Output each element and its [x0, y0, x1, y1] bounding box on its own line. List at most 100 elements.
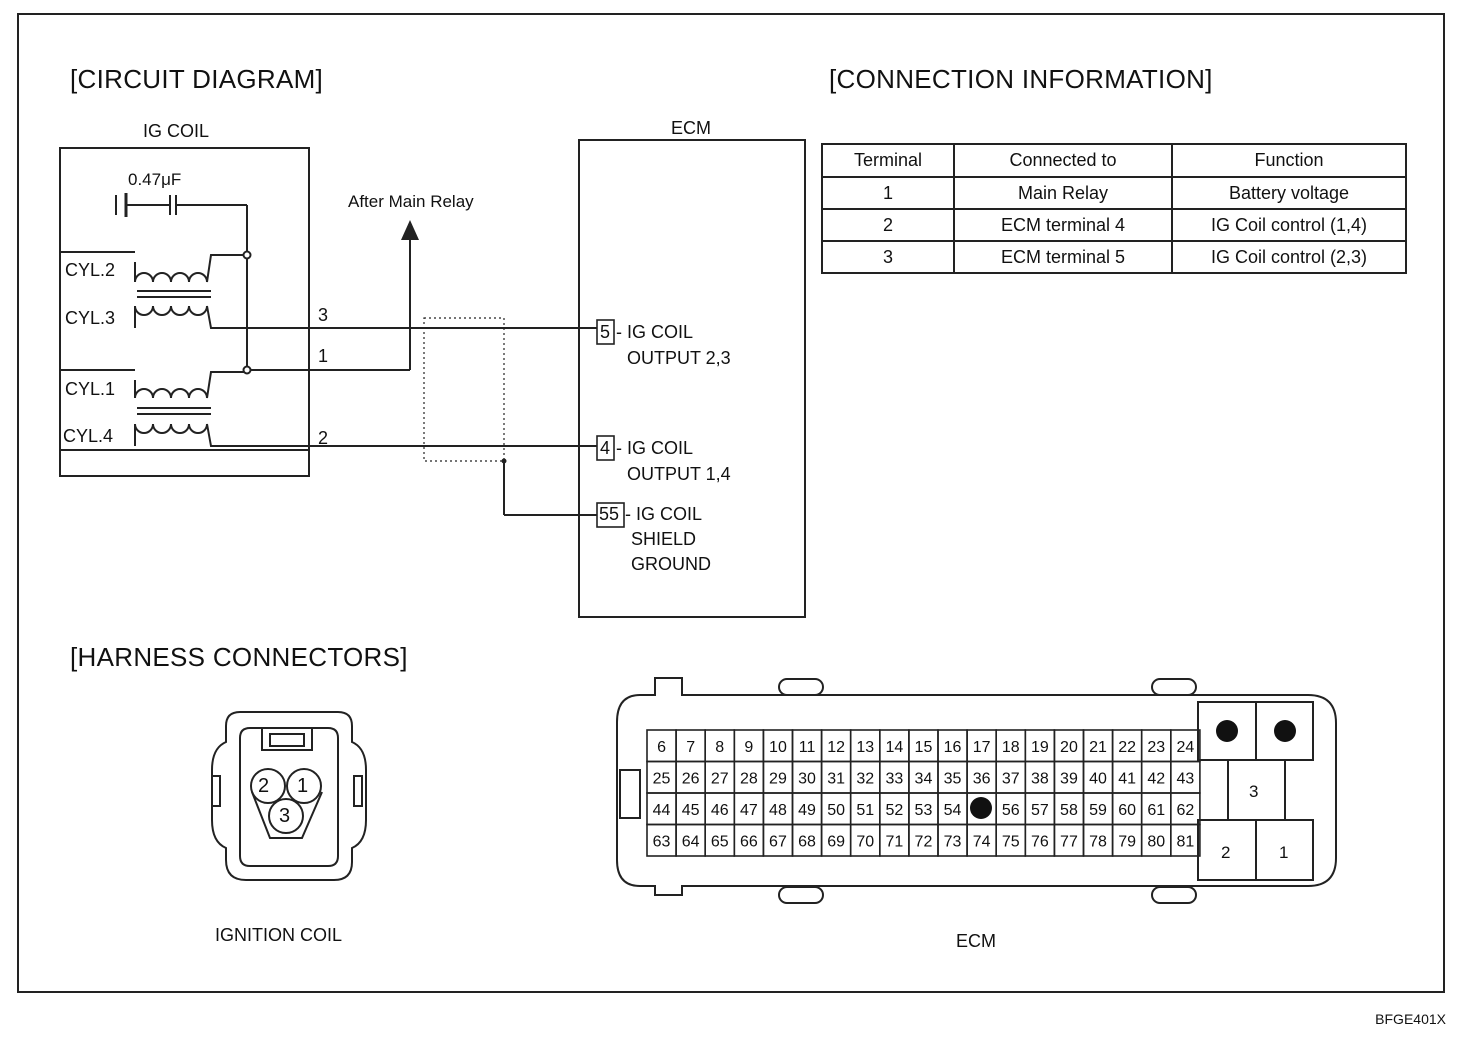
- ecm-power-pin-label: 2: [1221, 843, 1231, 862]
- ecm-pin-label: 22: [1118, 739, 1136, 756]
- ecm-pin-label: 60: [1118, 802, 1136, 819]
- arrow-up-icon: [401, 220, 419, 240]
- ecm-pin55-number: 55: [599, 504, 620, 524]
- ecm-pin-label: 35: [944, 770, 962, 787]
- ecm-pin-label: 65: [711, 833, 729, 850]
- ecm-pin-label: 16: [944, 739, 962, 756]
- ecm-pin-label: 67: [769, 833, 787, 850]
- table-cell: 1: [821, 176, 955, 210]
- ig-coil-title: IG COIL: [143, 121, 210, 141]
- ecm-pin-label: 58: [1060, 802, 1078, 819]
- ecm-pin-label: 7: [686, 739, 695, 756]
- ecm-pin-label: 72: [915, 833, 933, 850]
- ecm-pin-label: 32: [856, 770, 874, 787]
- ecm-pin-label: 76: [1031, 833, 1049, 850]
- ecm-pin5-number: 5: [600, 322, 611, 342]
- ecm-pin-label: 38: [1031, 770, 1049, 787]
- ecm-pin-label: 75: [1002, 833, 1020, 850]
- ecm-power-pin-label: 3: [1249, 782, 1259, 801]
- ecm-pin-label: 78: [1089, 833, 1107, 850]
- table-row: 3 ECM terminal 5 IG Coil control (2,3): [821, 240, 1407, 274]
- figure-code: BFGE401X: [1375, 1011, 1446, 1027]
- ecm-pin-label: 27: [711, 770, 729, 787]
- ecm-pin-label: 77: [1060, 833, 1078, 850]
- ecm-pin-label: 79: [1118, 833, 1136, 850]
- table-cell: 3: [821, 240, 955, 274]
- cyl3-label: CYL.3: [65, 308, 116, 328]
- coil-pin1-label: 1: [318, 346, 329, 366]
- ecm-pin-label: 25: [653, 770, 671, 787]
- ecm-pin4-text1: - IG COIL: [616, 438, 694, 458]
- ecm-pin-label: 52: [885, 802, 903, 819]
- ecm-pin-label: 56: [1002, 802, 1020, 819]
- ecm-pin-label: 12: [827, 739, 845, 756]
- ecm-pin-label: 17: [973, 739, 991, 756]
- ecm-pin-label: 46: [711, 802, 729, 819]
- ignition-coil-connector: [211, 711, 367, 881]
- ecm-title: ECM: [671, 118, 711, 138]
- ecm-pin-label: 31: [827, 770, 845, 787]
- ignition-coil-label: IGNITION COIL: [215, 925, 343, 945]
- ecm-pin-label: 11: [799, 739, 816, 756]
- ig-coil-box: [59, 147, 310, 477]
- ecm-pin-label: 40: [1089, 770, 1107, 787]
- after-main-relay-label: After Main Relay: [348, 192, 474, 211]
- ecm-pin-label: 70: [856, 833, 874, 850]
- table-header: Terminal: [821, 143, 955, 178]
- capacitor-label: 0.47μF: [128, 170, 182, 189]
- ecm-pin-label: 45: [682, 802, 700, 819]
- ecm-pin-label: 37: [1002, 770, 1020, 787]
- ecm-pin-label: 33: [885, 770, 903, 787]
- ecm-pin-label: 51: [856, 802, 874, 819]
- ecm-pin-label: 24: [1176, 739, 1194, 756]
- ecm-pin-label: 59: [1089, 802, 1107, 819]
- ecm-pin55-text3: GROUND: [631, 554, 711, 574]
- ecm-pin-label: 63: [653, 833, 671, 850]
- ecm-pin-label: 14: [885, 739, 903, 756]
- ecm-pin55-text1: - IG COIL: [625, 504, 703, 524]
- ecm-pin5-text2: OUTPUT 2,3: [627, 348, 731, 368]
- ecm-pin-label: 29: [769, 770, 787, 787]
- coil-pin3-label: 3: [318, 305, 329, 325]
- ecm-pin-label: 81: [1176, 833, 1194, 850]
- ecm-pin-label: 39: [1060, 770, 1078, 787]
- diagram-frame: [17, 13, 1445, 993]
- ecm-pin-label: 64: [682, 833, 700, 850]
- ecm-pin-label: 66: [740, 833, 758, 850]
- table-cell: IG Coil control (2,3): [1171, 240, 1407, 274]
- ecm-pin-label: 71: [885, 833, 903, 850]
- harness-connectors-heading: [HARNESS CONNECTORS]: [70, 642, 408, 672]
- ecm-pin-label: 43: [1176, 770, 1194, 787]
- ecm-pin-label: 49: [798, 802, 816, 819]
- coil-pin2-label: 2: [318, 428, 329, 448]
- table-cell: Battery voltage: [1171, 176, 1407, 210]
- ecm-pin-label: 36: [973, 770, 991, 787]
- ignition-pin-label: 1: [297, 775, 309, 797]
- circuit-diagram-heading: [CIRCUIT DIAGRAM]: [70, 64, 324, 94]
- cyl1-label: CYL.1: [65, 379, 116, 399]
- table-row: 1 Main Relay Battery voltage: [821, 176, 1407, 210]
- ecm-pin-label: 53: [915, 802, 933, 819]
- ecm-pin-cell: [1170, 823, 1201, 857]
- ecm-pin-label: 61: [1147, 802, 1165, 819]
- connection-table: Terminal Connected to Function 1 Main Re…: [821, 143, 1407, 274]
- ecm-pin-label: 34: [915, 770, 933, 787]
- table-row: 2 ECM terminal 4 IG Coil control (1,4): [821, 208, 1407, 242]
- ignition-pin-label: 3: [279, 805, 291, 827]
- connection-info-heading: [CONNECTION INFORMATION]: [829, 64, 1213, 94]
- ecm-pin-label: 74: [973, 833, 991, 850]
- table-cell: ECM terminal 5: [953, 240, 1173, 274]
- ecm-pin5-text1: - IG COIL: [616, 322, 694, 342]
- cyl4-label: CYL.4: [63, 426, 114, 446]
- ecm-pin-label: 21: [1089, 739, 1107, 756]
- ecm-pin-label: 23: [1147, 739, 1165, 756]
- ecm-pin-label: 26: [682, 770, 700, 787]
- cyl2-label: CYL.2: [65, 260, 116, 280]
- ecm-pin-label: 54: [944, 802, 962, 819]
- ecm-pin-label: 42: [1147, 770, 1165, 787]
- ecm-pin-label: 68: [798, 833, 816, 850]
- ignition-pin-label: 2: [258, 775, 270, 797]
- ecm-pin-label: 20: [1060, 739, 1078, 756]
- table-cell: IG Coil control (1,4): [1171, 208, 1407, 242]
